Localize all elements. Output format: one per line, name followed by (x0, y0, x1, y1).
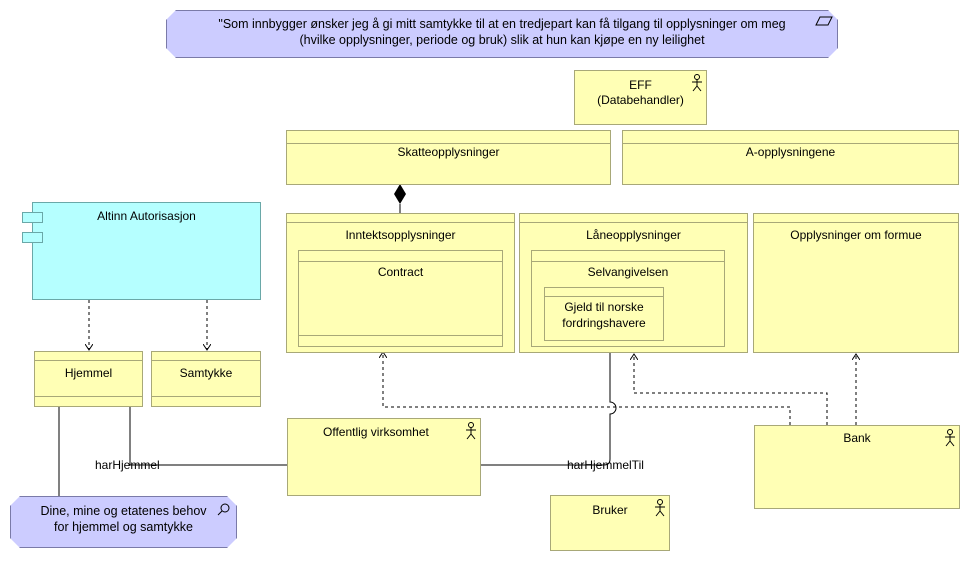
stick-figure-icon (466, 422, 476, 440)
object-footer-divider (152, 396, 260, 397)
object-skatteopplysninger[interactable]: Skatteopplysninger (286, 130, 611, 185)
object-header-divider (520, 222, 747, 223)
object-header-divider (545, 296, 663, 297)
actor-offentlig-virksomhet[interactable]: Offentlig virksomhet (287, 418, 481, 496)
object-inntektsopplysninger[interactable]: Inntektsopplysninger Contract (286, 213, 515, 353)
composition-relation (394, 184, 406, 213)
object-laneopplysninger[interactable]: Låneopplysninger Selvangivelsen Gjeld ti… (519, 213, 748, 353)
stick-figure-icon (692, 74, 702, 92)
requirement-element[interactable]: "Som innbygger ønsker jeg å gi mitt samt… (166, 10, 838, 58)
access-relation-bank-lan (634, 354, 828, 425)
object-a-opplysningene[interactable]: A-opplysningene (622, 130, 959, 185)
actor-offentlig-label: Offentlig virksomhet (323, 425, 429, 439)
stick-figure-icon (655, 499, 665, 517)
object-footer-divider (35, 396, 142, 397)
object-a-opplysningene-label: A-opplysningene (745, 145, 836, 159)
actor-eff-role: (Databehandler) (597, 93, 684, 107)
object-header-divider (35, 360, 142, 361)
actor-bank[interactable]: Bank (754, 425, 960, 509)
component-altinn[interactable]: Altinn Autorisasjon (32, 202, 261, 300)
actor-bruker-label: Bruker (592, 503, 628, 517)
relation-label-har-hjemmel-til: harHjemmelTil (567, 458, 644, 472)
actor-eff[interactable]: EFF (Databehandler) (574, 70, 707, 125)
actor-eff-name: EFF (629, 78, 652, 92)
actor-bank-label: Bank (843, 431, 871, 445)
requirement-text-line1: "Som innbygger ønsker jeg å gi mitt samt… (218, 17, 786, 31)
object-contract[interactable]: Contract (298, 250, 503, 347)
need-text-line2: for hjemmel og samtykke (54, 520, 193, 534)
object-samtykke-label: Samtykke (179, 366, 233, 380)
requirement-text-line2: (hvilke opplysninger, periode og bruk) s… (299, 33, 705, 47)
object-inntektsopplysninger-label: Inntektsopplysninger (345, 228, 456, 242)
object-laneopplysninger-label: Låneopplysninger (586, 228, 681, 242)
object-header-divider (623, 143, 958, 144)
object-header-divider (287, 222, 514, 223)
association-har-hjemmel-til (481, 341, 617, 466)
object-gjeld-label-line2: fordringshavere (562, 316, 646, 330)
object-formue[interactable]: Opplysninger om formue (753, 213, 959, 353)
magnifier-icon (217, 503, 230, 516)
component-altinn-label: Altinn Autorisasjon (97, 209, 196, 223)
object-skatteopplysninger-label: Skatteopplysninger (397, 145, 500, 159)
object-samtykke[interactable]: Samtykke (151, 351, 261, 407)
parallelogram-icon (815, 16, 833, 26)
need-element[interactable]: Dine, mine og etatenes behov for hjemmel… (10, 496, 237, 548)
object-header-divider (532, 261, 724, 262)
object-header-divider (152, 360, 260, 361)
component-icon (22, 232, 43, 243)
relation-label-har-hjemmel: harHjemmel (95, 458, 160, 472)
object-hjemmel-label: Hjemmel (64, 366, 113, 380)
component-icon (22, 212, 43, 223)
object-header-divider (754, 222, 958, 223)
need-text-line1: Dine, mine og etatenes behov (40, 504, 207, 518)
object-selvangivelsen-label: Selvangivelsen (587, 265, 669, 279)
object-header-divider (287, 143, 610, 144)
object-gjeld-label-line1: Gjeld til norske (564, 300, 644, 314)
composition-diamond (394, 184, 406, 204)
object-contract-label: Contract (377, 265, 424, 279)
object-footer-divider (299, 335, 502, 336)
object-gjeld[interactable]: Gjeld til norske fordringshavere (544, 287, 664, 341)
object-hjemmel[interactable]: Hjemmel (34, 351, 143, 407)
access-relation-bank-inntekt (383, 352, 791, 425)
association-har-hjemmel (129, 406, 288, 466)
stick-figure-icon (945, 429, 955, 447)
object-selvangivelsen[interactable]: Selvangivelsen Gjeld til norske fordring… (531, 250, 725, 347)
actor-bruker[interactable]: Bruker (550, 495, 670, 551)
object-header-divider (299, 261, 502, 262)
object-formue-label: Opplysninger om formue (790, 228, 922, 242)
